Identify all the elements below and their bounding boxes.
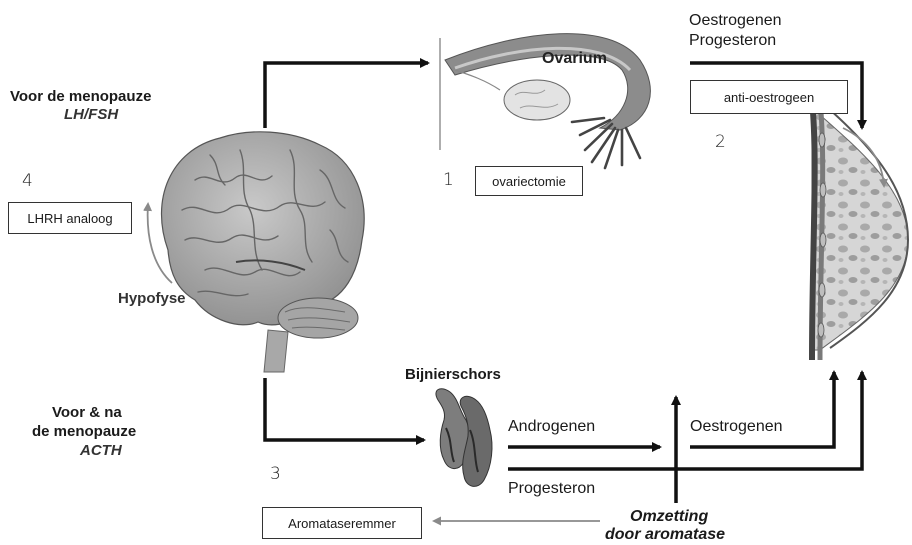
- before-menopause-hormones: LH/FSH: [64, 106, 118, 123]
- hormone-arrows: [265, 63, 862, 503]
- estrogens-label: Oestrogenen: [690, 418, 783, 436]
- ovary-label: Ovarium: [542, 50, 607, 68]
- progesterone-label: Progesteron: [508, 480, 595, 498]
- adrenal-gland-illustration: [436, 389, 492, 487]
- aromatase-label-1: Omzetting: [630, 508, 708, 526]
- treatment-number-3: 3: [270, 464, 281, 484]
- treatment-number-2: 2: [715, 132, 726, 152]
- ovary-output-estrogens: Oestrogenen: [689, 12, 782, 30]
- before-menopause-title: Voor de menopauze: [10, 88, 151, 105]
- adrenal-label: Bijnierschors: [405, 366, 501, 383]
- treatment-number-1: 1: [443, 170, 454, 190]
- around-menopause-title-1: Voor & na: [52, 404, 122, 421]
- androgens-label: Androgenen: [508, 418, 595, 436]
- ovary-output-progesterone: Progesteron: [689, 32, 776, 50]
- pituitary-label: Hypofyse: [118, 290, 186, 307]
- ovariectomy-box: ovariectomie: [475, 166, 583, 196]
- anti-estrogen-box: anti-oestrogeen: [690, 80, 848, 114]
- treatment-number-4: 4: [22, 171, 33, 191]
- arrow-brain-to-ovary: [265, 63, 428, 128]
- arrow-brain-to-adrenal: [265, 378, 424, 440]
- aromatase-label-2: door aromatase: [605, 526, 725, 544]
- lhrh-analog-box: LHRH analoog: [8, 202, 132, 234]
- around-menopause-title-2: de menopauze: [32, 423, 136, 440]
- brain-illustration: [161, 132, 364, 372]
- around-menopause-hormone: ACTH: [80, 442, 122, 459]
- aromatase-inhibitor-box: Aromataseremmer: [262, 507, 422, 539]
